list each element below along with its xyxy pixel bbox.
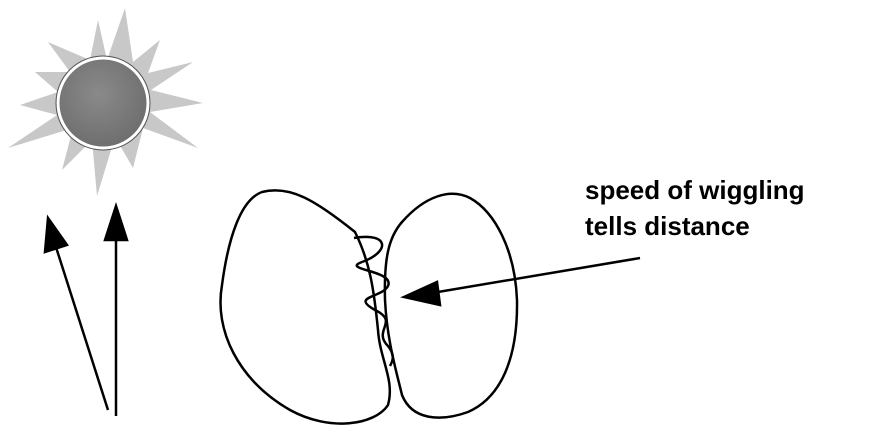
right-blob [385, 194, 517, 418]
sun-core [58, 58, 148, 148]
light-ray-arrow [55, 244, 108, 410]
sun-icon [8, 8, 203, 196]
pointer-arrow [404, 258, 640, 305]
light-ray-arrowhead [105, 206, 127, 240]
light-ray-arrowhead [45, 218, 67, 252]
caption: speed of wiggling tells distance [585, 172, 875, 244]
light-ray-arrows [45, 206, 127, 416]
caption-line-1: speed of wiggling [585, 172, 875, 208]
caption-line-2: tells distance [585, 208, 875, 244]
pointer-arrowhead [404, 282, 440, 305]
left-blob [220, 190, 389, 423]
